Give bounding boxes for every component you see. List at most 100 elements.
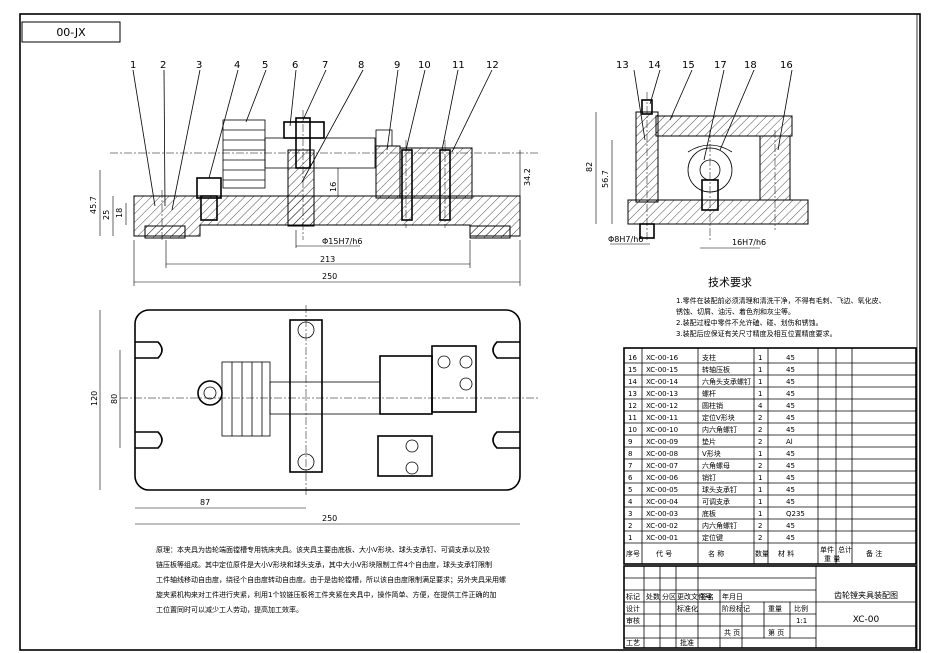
part-code: XC-00-06 — [646, 474, 679, 482]
front-dim-34-2: 34.2 — [523, 168, 532, 186]
part-mat: 45 — [786, 522, 795, 530]
principle-line-4: 旋夹紧机构来对工件进行夹紧，利用1个铰链压板将工件夹紧在夹具中，操作简单、方便，… — [156, 590, 496, 599]
parts-row: 15 XC-00-15 转轴压板 1 45 — [628, 365, 795, 374]
header-qty: 数量 — [755, 549, 769, 558]
parts-row: 5 XC-00-05 球头支承钉 1 45 — [628, 485, 795, 494]
top-dim-250: 250 — [322, 514, 337, 523]
header-weight: 重 量 — [824, 555, 840, 563]
parts-row: 8 XC-00-08 V形块 1 45 — [628, 449, 795, 458]
part-name: 支柱 — [702, 353, 716, 362]
part-no: 5 — [628, 486, 632, 494]
part-qty: 2 — [758, 438, 762, 446]
side-dim-fit-16: 16H7/h6 — [732, 238, 766, 247]
part-qty: 1 — [758, 390, 762, 398]
part-mat: Al — [786, 438, 793, 446]
tb-label-stage: 阶段标记 — [722, 604, 750, 613]
part-code: XC-00-02 — [646, 522, 678, 530]
front-view: 1 2 3 4 5 6 7 8 9 10 11 12 45.7 25 18 16… — [89, 60, 540, 286]
parts-row: 12 XC-00-12 圆柱销 4 45 — [628, 401, 795, 410]
part-qty: 1 — [758, 510, 762, 518]
part-qty: 1 — [758, 378, 762, 386]
side-balloon-13: 13 — [616, 60, 629, 71]
header-w1: 单件 — [820, 545, 834, 554]
part-no: 10 — [628, 426, 637, 434]
principle-line-1: 原理：本夹具为齿轮端面镗槽专用铣床夹具。该夹具主要由底板、大小V形块、球头支承钉… — [156, 545, 490, 554]
part-name: 定位键 — [702, 533, 723, 542]
front-balloon-4: 4 — [234, 60, 240, 71]
parts-row: 7 XC-00-07 六角螺母 2 45 — [628, 461, 795, 470]
front-balloon-6: 6 — [292, 60, 298, 71]
side-balloon-15: 15 — [682, 60, 695, 71]
side-balloon-18: 18 — [744, 60, 757, 71]
tech-req-title: 技术要求 — [708, 276, 752, 289]
part-name: V形块 — [702, 449, 721, 458]
side-balloon-14: 14 — [648, 60, 661, 71]
parts-row: 1 XC-00-01 定位键 2 45 — [628, 533, 795, 542]
side-dim-82: 82 — [585, 162, 594, 172]
part-mat: 45 — [786, 390, 795, 398]
side-view: 13 14 15 17 18 16 82 56.7 Φ8H7/h6 16H7/h… — [585, 60, 809, 249]
parts-row: 10 XC-00-10 内六角螺钉 2 45 — [628, 425, 795, 434]
part-qty: 1 — [758, 450, 762, 458]
part-mat: 45 — [786, 426, 795, 434]
tb-label-sign: 签名 — [700, 592, 714, 601]
front-balloon-11: 11 — [452, 60, 465, 71]
part-mat: 45 — [786, 534, 795, 542]
part-code: XC-00-14 — [646, 378, 679, 386]
part-no: 9 — [628, 438, 632, 446]
part-mat: 45 — [786, 378, 795, 386]
drawing-title: 齿轮镗夹具装配图 — [834, 590, 898, 600]
header-remark: 备 注 — [866, 549, 882, 558]
side-balloon-16: 16 — [780, 60, 793, 71]
side-dim-fit-8: Φ8H7/h6 — [608, 235, 643, 244]
part-code: XC-00-10 — [646, 426, 678, 434]
part-no: 11 — [628, 414, 637, 422]
front-balloon-12: 12 — [486, 60, 499, 71]
part-name: 定位V形块 — [702, 413, 735, 422]
part-qty: 1 — [758, 366, 762, 374]
part-name: 内六角螺钉 — [702, 425, 737, 434]
part-qty: 1 — [758, 474, 762, 482]
part-code: XC-00-03 — [646, 510, 678, 518]
top-view: 120 80 87 250 — [90, 305, 540, 525]
front-dim-213: 213 — [320, 255, 335, 264]
part-mat: 45 — [786, 498, 795, 506]
drawing-number: XC-00 — [853, 615, 880, 625]
tb-label-scale: 比例 — [794, 604, 808, 613]
part-no: 15 — [628, 366, 637, 374]
header-w2: 总计 — [838, 545, 852, 554]
part-no: 6 — [628, 474, 633, 482]
tech-req-line-3: 2.装配过程中零件不允许磕、碰、划伤和锈蚀。 — [676, 318, 823, 327]
sheet-border — [19, 13, 921, 651]
part-mat: 45 — [786, 450, 795, 458]
front-balloon-1: 1 — [130, 60, 136, 71]
tb-label-weight: 重量 — [768, 605, 782, 613]
side-balloon-17: 17 — [714, 60, 727, 71]
tb-label-page: 第 页 — [768, 628, 784, 637]
principle-line-5: 工位置同时可以减少工人劳动，提高加工效率。 — [156, 605, 303, 614]
tb-label-date: 年月日 — [722, 592, 743, 601]
part-qty: 2 — [758, 522, 762, 530]
parts-row: 9 XC-00-09 垫片 2 Al — [628, 437, 793, 446]
tech-req-line-4: 3.装配后应保证有关尺寸精度及相互位置精度要求。 — [676, 329, 837, 338]
tb-label-mark: 标记 — [626, 592, 640, 601]
tb-label-count: 处数 — [646, 592, 660, 601]
technical-requirements: 技术要求 1.零件在装配前必须清理和清洗干净，不得有毛刺、飞边、氧化皮、 锈蚀、… — [676, 276, 886, 338]
part-mat: 45 — [786, 414, 795, 422]
part-qty: 2 — [758, 414, 762, 422]
tech-req-line-2: 锈蚀、切屑、油污、着色剂和灰尘等。 — [676, 307, 795, 316]
part-qty: 4 — [758, 402, 763, 410]
part-name: 圆柱销 — [702, 401, 723, 410]
part-qty: 2 — [758, 426, 762, 434]
part-name: 垫片 — [702, 437, 716, 446]
part-no: 1 — [628, 534, 632, 542]
top-dim-87: 87 — [200, 498, 210, 507]
part-code: XC-00-04 — [646, 498, 679, 506]
drawing-code: 00-JX — [56, 26, 86, 39]
side-dim-56-7: 56.7 — [601, 170, 610, 188]
front-dim-250: 250 — [322, 272, 337, 281]
part-no: 7 — [628, 462, 632, 470]
part-mat: 45 — [786, 354, 795, 362]
tb-label-process: 工艺 — [626, 639, 640, 647]
